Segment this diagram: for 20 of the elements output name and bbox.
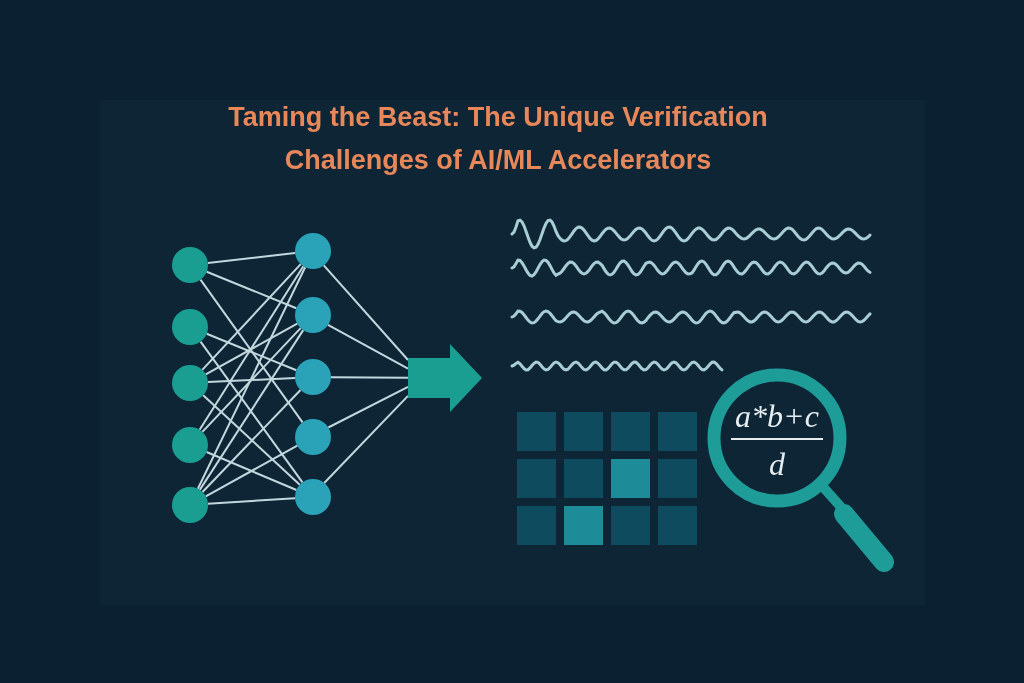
- connection-line: [206, 497, 297, 505]
- connection-line: [205, 270, 298, 310]
- formula-numerator: a*b+c: [731, 398, 823, 440]
- connection-line: [327, 323, 409, 370]
- formula-denominator: d: [769, 446, 785, 482]
- connection-line: [323, 394, 409, 484]
- title: Taming the Beast: The Unique Verification Challenges of AI/ML Accelerators: [227, 101, 769, 177]
- connection-line: [206, 252, 297, 264]
- connection-line: [327, 385, 409, 429]
- connection-line: [205, 332, 298, 372]
- connection-line: [205, 451, 298, 491]
- connection-line: [201, 263, 302, 371]
- connection-line: [196, 266, 307, 490]
- connection-line: [207, 376, 296, 384]
- connection-line: [330, 376, 409, 379]
- connection-line: [204, 444, 299, 498]
- block-arrow: [408, 344, 482, 412]
- connection-line: [204, 322, 299, 376]
- connection-line: [201, 327, 302, 433]
- connection-line: [322, 264, 409, 361]
